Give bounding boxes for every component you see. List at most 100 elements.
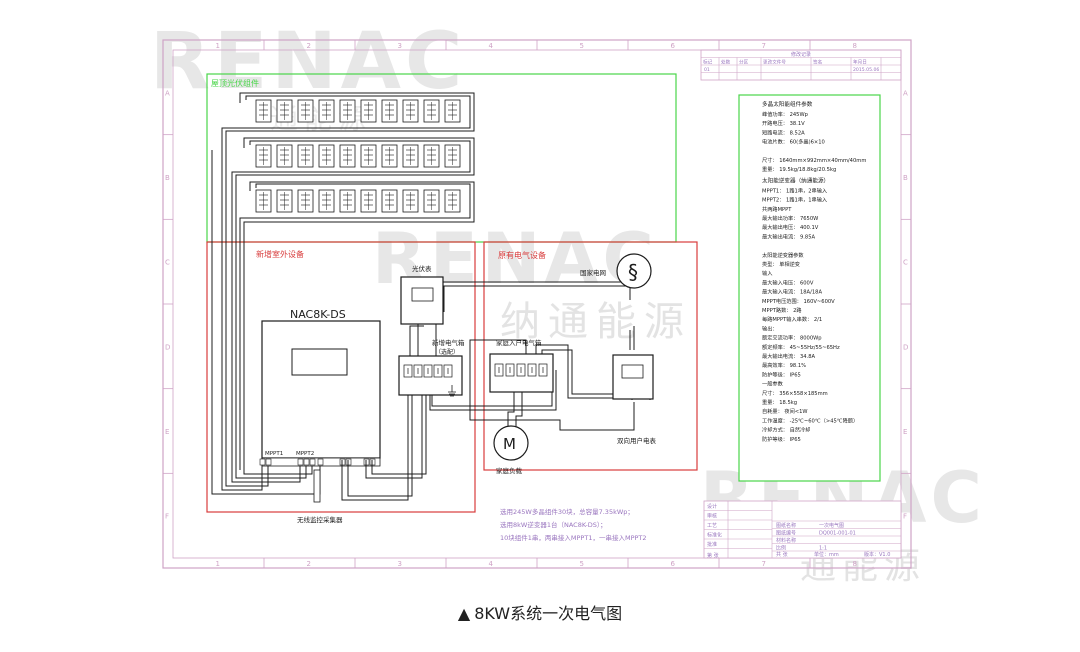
pv-module-icon [276,189,293,213]
watermark-cn-mid: 纳通能源 [500,299,692,345]
param-line: MPPT路数： 2路 [762,306,802,314]
title-block-label: 标准化 [707,532,722,539]
watermark-renac-top: RENAC [150,17,466,107]
pv-meter-window [411,287,434,302]
param-line: 额定交流功率： 8000Wp [762,334,822,342]
param-line: 最大输出电压： 400.1V [762,223,819,231]
pv-module-icon [402,189,419,213]
title-block-field-key: 材料名称 [776,537,796,544]
monitor-stick [313,469,321,503]
pv-box-note: （选配） [435,348,459,356]
revision-header: 分区 [739,59,749,66]
param-line: 峰值功率： 245Wp [762,110,809,118]
title-block-field-key: 图纸编号 [776,530,796,537]
frame-column-top-label: 2 [307,42,311,50]
caption-text: 8KW系统一次电气图 [474,604,623,623]
title-block-label: 工艺 [707,523,717,529]
param-line: 每路MPPT输入串数： 2/1 [762,315,822,323]
pv-module-icon [360,99,377,123]
mppt1-label: MPPT1 [265,451,283,457]
pv-box-label: 新增电气箱 [432,338,465,347]
pv-module-icon [276,144,293,168]
frame-column-top-label: 1 [216,42,220,50]
param-line: MPPT2： 1路1串，1串输入 [762,196,827,204]
revision-date: 2015.05.06 [853,67,879,73]
caption-marker: ▲ [457,604,471,623]
frame-row-left-label: D [165,343,170,351]
param-line: 最大输出电流： 9.85A [762,232,816,240]
title-block-field-value: 一次电气图 [819,522,844,529]
param-line: 最高效率： 98.1% [762,361,806,369]
frame-column-top-label: 4 [489,42,494,50]
param-line: MPPT电压范围： 160V~600V [762,297,835,305]
revision-header: 标记 [703,59,713,66]
revision-header: 处数 [721,59,731,66]
param-line: 短路电流： 8.52A [762,128,805,136]
param-line: 一般参数 [762,380,784,388]
pv-module-icon [297,144,314,168]
frame-column-bottom-label: 1 [216,560,220,568]
new-outdoor-label: 新增室外设备 [256,249,304,259]
house-box-label: 家庭入户电气箱 [496,338,542,347]
frame-column-bottom-label: 7 [762,560,766,568]
frame-row-left-label: B [165,174,170,182]
param-line: 输入 [762,269,772,277]
note-line: 选用245W多晶组件30块，总容量7.35kWp； [500,507,634,516]
pv-module-icon [360,189,377,213]
inverter-model: NAC8K-DS [290,308,346,321]
pv-array-label: 屋顶光伏组件 [211,78,259,88]
param-line: 工作温度： -25℃~60℃（>45℃降额） [762,416,858,424]
terminal-icon [309,458,316,466]
title-block-field-value: DQ001-001-01 [819,531,856,537]
grid-label: 国家电网 [580,268,606,277]
title-block-field-value: 1:1 [819,546,827,552]
figure-caption: ▲8KW系统一次电气图 [0,600,1080,624]
pv-module-icon [339,99,356,123]
frame-column-top-label: 8 [853,42,857,50]
param-heading: 多晶太阳能组件参数 [762,100,813,108]
pv-module-icon [423,144,440,168]
param-line: 最大输入电流： 18A/18A [762,288,822,296]
pv-module-icon [339,189,356,213]
param-line: 重量： 19.5kg/18.8kg/20.5kg [762,165,836,173]
terminal-icon [297,458,304,466]
pv-module-icon [318,189,335,213]
title-block-label: 审核 [707,513,717,520]
pv-module-icon [255,144,272,168]
bidir-meter-label: 双向用户电表 [617,436,657,445]
pv-module-icon [255,189,272,213]
param-line: 电池片数： 60(多晶)6×10 [762,138,825,146]
existing-label: 原有电气设备 [498,250,546,260]
param-line: 防护等级： IP65 [762,435,801,443]
revision-title: 修改记录 [791,51,811,58]
param-line: 最大输入电压： 600V [762,278,814,286]
title-block-label: 设计 [707,503,717,510]
pv-module-icon [444,189,461,213]
terminal-icon [317,458,324,466]
revision-header: 年月日 [853,59,867,66]
inverter-display [291,348,348,376]
param-line: 冷却方式： 自然冷却 [762,426,810,434]
revision-header: 签名 [813,59,822,66]
bidir-meter-window [621,364,644,379]
frame-row-right-label: C [903,259,908,267]
monitor-label: 无线监控采集器 [297,515,343,524]
param-line: MPPT1： 1路1串，2串输入 [762,186,827,194]
pv-module-icon [423,189,440,213]
title-block-label: 批准 [707,541,717,548]
pv-module-icon [402,99,419,123]
frame-row-left-label: E [165,428,169,436]
param-line: 类型： 单相逆变 [762,260,800,268]
title-block-field-key: 比例 [776,545,786,552]
revision-table: 修改记录标记处数分区更改文件号签名年月日2015.05.0601 [700,49,902,81]
grid-wave: § [628,260,638,284]
note-line: 选用8kW逆变器1台（NAC8K-DS）； [500,520,607,529]
param-line: 太阳能逆变器参数 [762,251,804,259]
frame-column-top-label: 3 [398,42,402,50]
pv-meter-label: 光伏表 [412,264,432,273]
terminal-icon [259,458,266,466]
